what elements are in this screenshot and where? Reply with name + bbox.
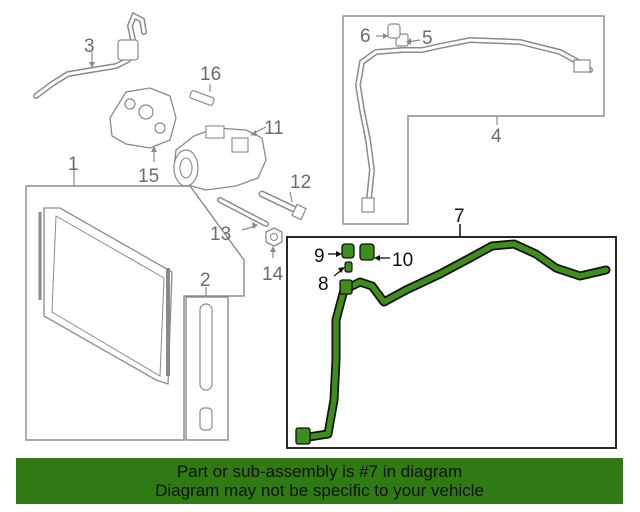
callout-14: 14 xyxy=(262,264,284,285)
part-2-dryer xyxy=(199,303,213,391)
panel-1-frame xyxy=(25,185,245,441)
callout-3: 3 xyxy=(84,36,95,57)
callout-4: 4 xyxy=(491,126,502,147)
banner-line-1: Part or sub-assembly is #7 in diagram xyxy=(176,462,463,481)
part-14-nut xyxy=(265,227,283,247)
part-8-valve-core xyxy=(344,261,353,273)
part-10-cap xyxy=(359,243,375,261)
callout-13: 13 xyxy=(210,224,231,245)
diagram-notice-banner: Part or sub-assembly is #7 in diagram Di… xyxy=(16,458,623,504)
banner-line-2: Diagram may not be specific to your vehi… xyxy=(155,481,484,500)
callout-6: 6 xyxy=(360,26,371,47)
part-9-cap xyxy=(341,243,355,259)
part-16-bolt xyxy=(189,90,215,106)
callout-16: 16 xyxy=(200,64,221,85)
callout-9: 9 xyxy=(314,246,325,267)
panel-2-frame xyxy=(185,296,229,441)
part-4-pipe xyxy=(354,36,593,211)
callout-12: 12 xyxy=(290,172,311,193)
callout-11: 11 xyxy=(264,118,284,139)
callout-1: 1 xyxy=(68,154,79,175)
callout-15: 15 xyxy=(138,166,159,187)
callout-8: 8 xyxy=(318,274,329,295)
callout-2: 2 xyxy=(200,270,211,291)
callout-5: 5 xyxy=(422,28,433,49)
callout-10: 10 xyxy=(392,250,413,271)
panel-7-frame xyxy=(286,236,617,449)
panel-4-frame xyxy=(342,15,605,225)
part-1-condenser xyxy=(43,207,173,385)
banner-background xyxy=(16,458,623,504)
part-7-suction-pipe[interactable] xyxy=(297,239,611,443)
callout-7: 7 xyxy=(454,206,465,227)
